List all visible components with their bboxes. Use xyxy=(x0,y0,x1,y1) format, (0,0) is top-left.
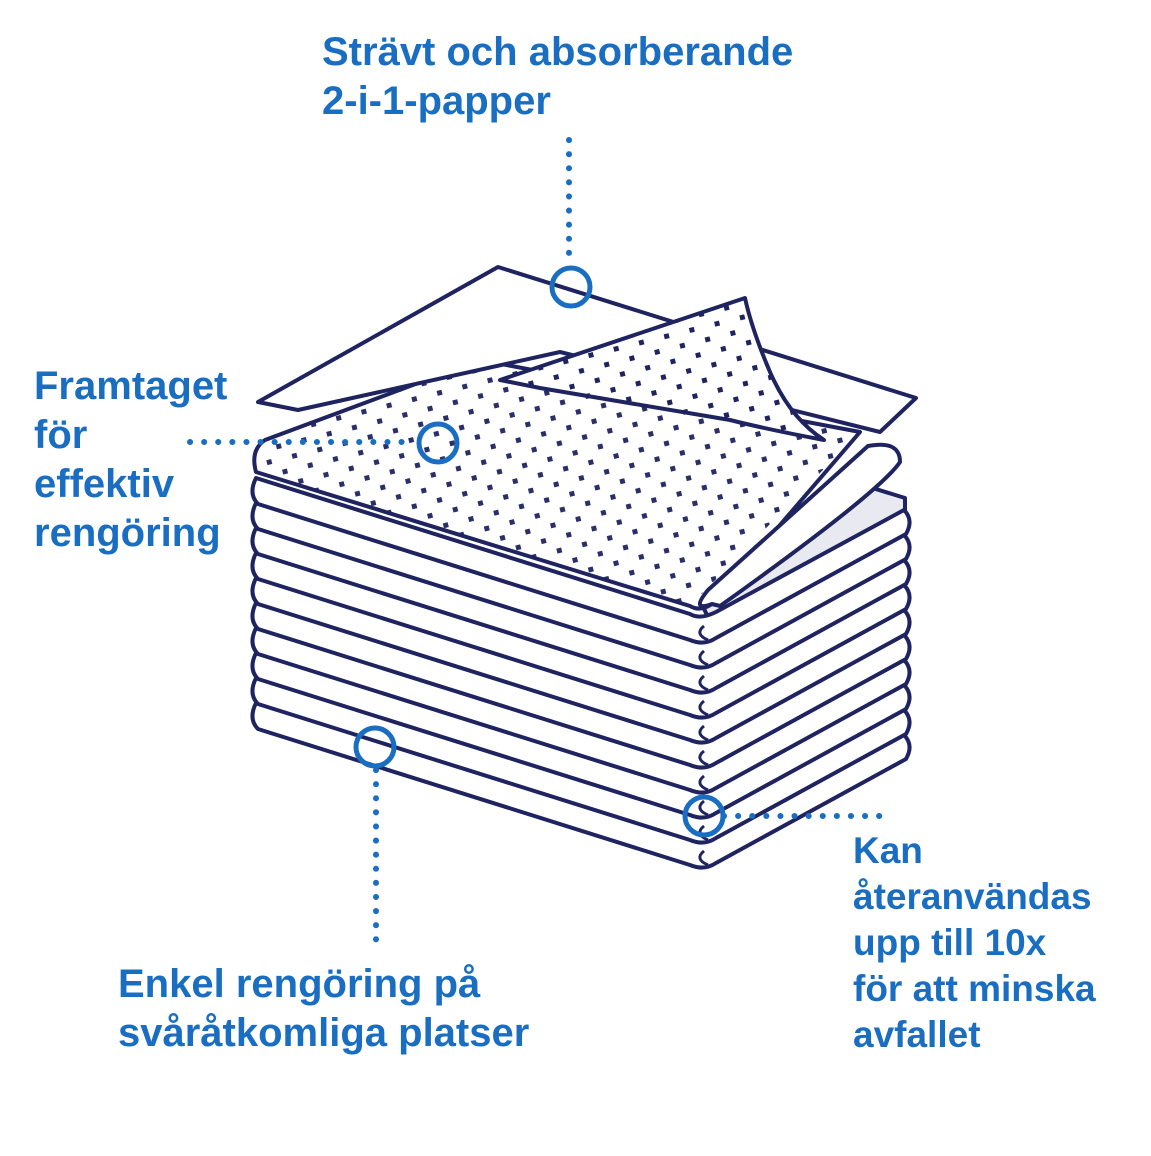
callout-right-line: för att minska xyxy=(853,968,1096,1009)
callout-bottom-line: svåråtkomliga platser xyxy=(118,1011,530,1055)
marker-bottom xyxy=(353,725,397,769)
callout-right-line: avfallet xyxy=(853,1014,981,1055)
peeled-flap-dots xyxy=(500,298,824,440)
stack-sheet xyxy=(250,476,912,645)
stack-sheet-fold xyxy=(698,649,709,667)
stack-sheet-fold xyxy=(698,674,709,692)
callout-markers xyxy=(353,265,726,838)
top-sheet-dots xyxy=(254,360,861,606)
callout-right-line: återanvändas xyxy=(853,876,1092,917)
callout-bottom-line: Enkel rengöring på xyxy=(118,962,481,1006)
stack-sheet-fold xyxy=(698,724,709,742)
callout-bottom: Enkel rengöring på svåråtkomliga platser xyxy=(118,960,529,1058)
sheet-curl-right xyxy=(698,442,902,609)
callout-top-line: Strävt och absorberande xyxy=(322,30,794,74)
stack-sheet-fold xyxy=(698,749,709,767)
callout-right-line: Kan xyxy=(853,830,923,871)
callout-left-line: Framtaget xyxy=(34,364,228,408)
stacked-sheets xyxy=(250,476,912,870)
marker-left xyxy=(416,421,460,465)
callout-top-line: 2-i-1-papper xyxy=(322,79,551,123)
stack-sheet-fold xyxy=(698,849,709,867)
callout-top: Strävt och absorberande 2-i-1-papper xyxy=(322,28,793,126)
callout-left-line: för xyxy=(34,413,88,457)
callout-left-line: rengöring xyxy=(34,511,221,555)
callout-right: Kan återanvändas upp till 10x för att mi… xyxy=(853,828,1096,1058)
marker-right xyxy=(682,794,726,838)
stack-sheet-fold xyxy=(698,799,709,817)
callout-leaders xyxy=(187,137,885,943)
stack-sheet-fold xyxy=(698,774,709,792)
stack-sheet-fold xyxy=(698,624,709,642)
callout-right-line: upp till 10x xyxy=(853,922,1047,963)
marker-top xyxy=(549,265,593,309)
callout-left: Framtaget för effektiv rengöring xyxy=(34,362,227,558)
stack-sheet-fold xyxy=(698,699,709,717)
callout-left-line: effektiv xyxy=(34,462,175,506)
